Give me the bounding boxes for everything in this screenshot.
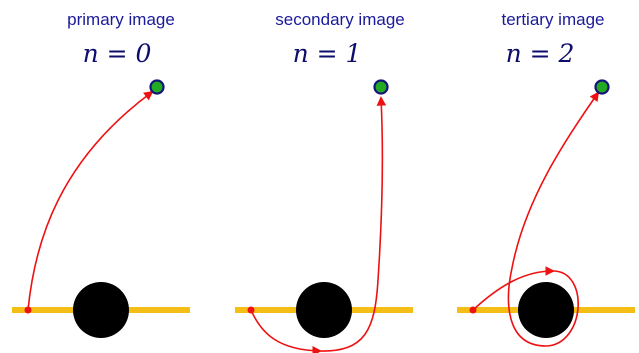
observer-point [373, 79, 389, 95]
source-point [469, 306, 477, 314]
order-label: n = 2 [506, 39, 575, 68]
panel-primary: primary image n = 0 [12, 10, 190, 338]
source-point [24, 306, 32, 314]
light-ray-segment [319, 96, 387, 352]
light-ray-segment [472, 266, 555, 311]
order-label: n = 0 [83, 39, 152, 68]
black-hole [518, 282, 574, 338]
observer-point [149, 79, 165, 95]
light-ray-segment [507, 91, 600, 347]
observer-point [594, 79, 610, 95]
panel-secondary: secondary image n = 1 [235, 10, 413, 353]
order-label: n = 1 [293, 39, 362, 68]
panel-title: secondary image [275, 10, 404, 29]
panel-tertiary: tertiary image n = 2 [457, 10, 635, 347]
light-ray-segment [250, 309, 322, 353]
panel-title: tertiary image [502, 10, 605, 29]
panel-title: primary image [67, 10, 175, 29]
black-hole [296, 282, 352, 338]
source-point [247, 306, 255, 314]
light-ray [27, 90, 154, 311]
black-hole [73, 282, 129, 338]
